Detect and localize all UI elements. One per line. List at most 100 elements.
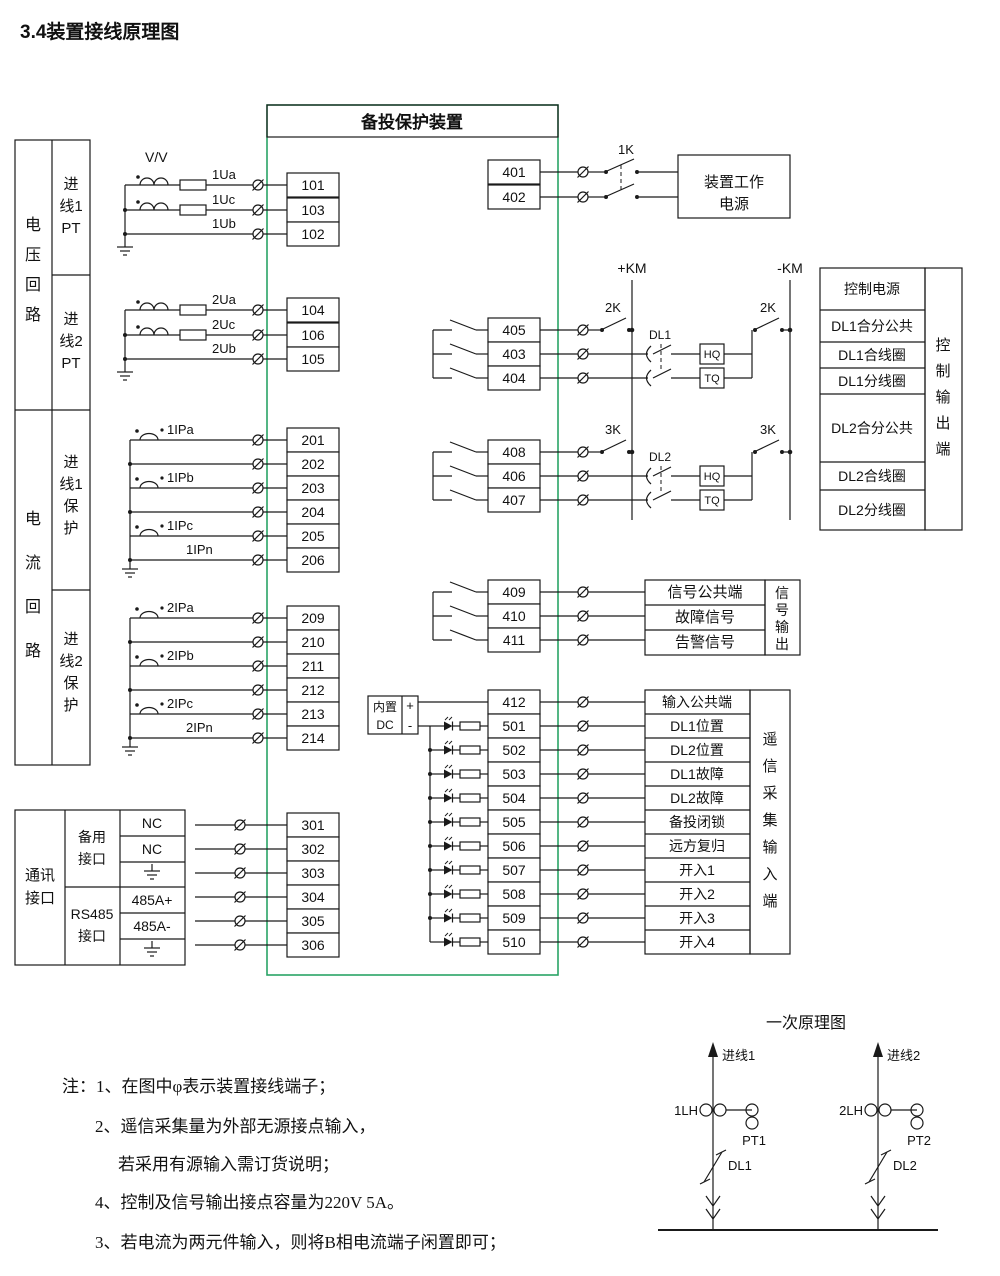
ct-coil-icon (139, 432, 159, 441)
table-cell-line1-prot: 进 线1 保 护 (59, 454, 82, 537)
svg-text:PT: PT (61, 355, 80, 372)
terminal-icon (576, 791, 590, 805)
relay-contact-icon (432, 605, 489, 617)
svg-text:HQ: HQ (704, 471, 721, 483)
terminal-number: 408 (502, 444, 526, 460)
terminal-icon (251, 553, 265, 567)
table-row-label: 开入3 (679, 910, 715, 926)
resistor-icon (459, 865, 481, 875)
comm-cell: 485A+ (132, 892, 173, 908)
resistor-icon (459, 913, 481, 923)
terminal-number: 510 (502, 934, 526, 950)
terminal-number: 401 (502, 164, 526, 180)
terminal-icon (576, 633, 590, 647)
relay-contact-icon (432, 367, 489, 379)
terminal-number: 410 (502, 608, 526, 624)
current-circuit-label: 电流回路 (25, 510, 41, 660)
comm-title: 通讯 (25, 867, 55, 884)
terminal-number: 204 (301, 504, 325, 520)
terminal-icon (251, 352, 265, 366)
ground-icon (116, 239, 134, 256)
table-row-label: 故障信号 (675, 608, 735, 626)
terminal-number: 509 (502, 910, 526, 926)
svg-text:TQ: TQ (704, 373, 720, 385)
terminal-icon (576, 347, 590, 361)
table-row-label: DL1位置 (670, 718, 724, 734)
terminal-icon (576, 719, 590, 733)
terminal-icon (576, 493, 590, 507)
ct-coil-icon (139, 480, 159, 489)
relay-contact-icon (432, 489, 489, 501)
primary-title: 一次原理图 (766, 1014, 846, 1032)
terminal-number: 406 (502, 468, 526, 484)
dc-plus-label: + (406, 698, 414, 713)
terminal-icon (233, 818, 247, 832)
terminal-icon (576, 887, 590, 901)
device-box: 备投保护装置 (266, 104, 559, 976)
svg-text:线1: 线1 (59, 476, 82, 493)
svg-text:接口: 接口 (78, 928, 106, 944)
current2-wiring: 2IPa 2IPb 2IPc 2IPn (121, 600, 287, 756)
terminal-icon (576, 323, 590, 337)
table-row-label: DL1故障 (670, 766, 724, 782)
wire-label: 2IPb (167, 648, 194, 663)
ct1-label: 1LH (674, 1103, 698, 1118)
wire-label: 2Ub (212, 341, 236, 356)
terminal-icon (251, 659, 265, 673)
ct-coil-icon (139, 706, 159, 715)
resistor-icon (459, 817, 481, 827)
terminal-number: 505 (502, 814, 526, 830)
terminal-number: 407 (502, 492, 526, 508)
terminal-icon (251, 683, 265, 697)
svg-text:保: 保 (63, 675, 78, 692)
coil-icon (139, 177, 169, 186)
terminal-number: 508 (502, 886, 526, 902)
wire-label: 1Uc (212, 192, 236, 207)
wire-label: 1IPa (167, 422, 195, 437)
resistor-icon (459, 937, 481, 947)
control-output-table: 控制电源 DL1合分公共 DL1合线圈 DL1分线圈 DL2合分公共 DL2合线… (819, 267, 963, 531)
feeder1-label: 进线1 (722, 1048, 755, 1063)
page-title: 3.4装置接线原理图 (20, 20, 179, 43)
left-io-table: 电压回路 电流回路 进 线1 PT 进 线2 PT 进 线1 保 护 进 线2 … (14, 139, 91, 766)
km-minus-label: -KM (777, 260, 803, 276)
diode-icon (443, 740, 454, 756)
svg-text:进: 进 (63, 311, 78, 328)
diode-icon (443, 932, 454, 948)
terminal-number: 506 (502, 838, 526, 854)
terminal-number: 212 (301, 682, 325, 698)
terminal-icon (576, 935, 590, 949)
terminal-number: 501 (502, 718, 526, 734)
ground-icon (116, 364, 134, 381)
signal-output-side-label: 信号输出 (775, 585, 789, 652)
terminal-icon (233, 866, 247, 880)
table-row-label: 告警信号 (675, 634, 735, 651)
terminal-icon (233, 914, 247, 928)
svg-text:HQ: HQ (704, 349, 721, 361)
comm-cell: NC (142, 841, 162, 857)
note-line: 3、若电流为两元件输入，则将B相电流端子闲置即可； (95, 1233, 506, 1252)
svg-text:护: 护 (63, 697, 78, 714)
svg-text:DC: DC (376, 718, 394, 732)
resistor-icon (459, 793, 481, 803)
terminal-icon (233, 938, 247, 952)
voltage1-wiring: V/V 1Ua 1Uc 1Ub (116, 149, 287, 256)
ct2-label: 2LH (839, 1103, 863, 1118)
coil-icon (139, 327, 169, 336)
wire-label: 1IPb (167, 470, 194, 485)
terminal-number: 305 (301, 913, 325, 929)
terminal-icon (576, 743, 590, 757)
table-cell-line1-pt: 进 线1 PT (59, 176, 82, 237)
remote-input-side-label: 遥信采集输入端 (762, 731, 777, 910)
fuse-icon (179, 179, 207, 191)
terminal-number: 105 (301, 351, 325, 367)
coil-icon (139, 302, 169, 311)
terminal-number: 504 (502, 790, 526, 806)
table-cell-line2-prot: 进 线2 保 护 (59, 631, 82, 714)
ct-coil-icon (139, 528, 159, 537)
terminal-number: 412 (502, 694, 526, 710)
table-row-label: DL1合线圈 (838, 347, 906, 363)
switch-label-2k: 2K (760, 300, 776, 315)
terminal-number: 404 (502, 370, 526, 386)
